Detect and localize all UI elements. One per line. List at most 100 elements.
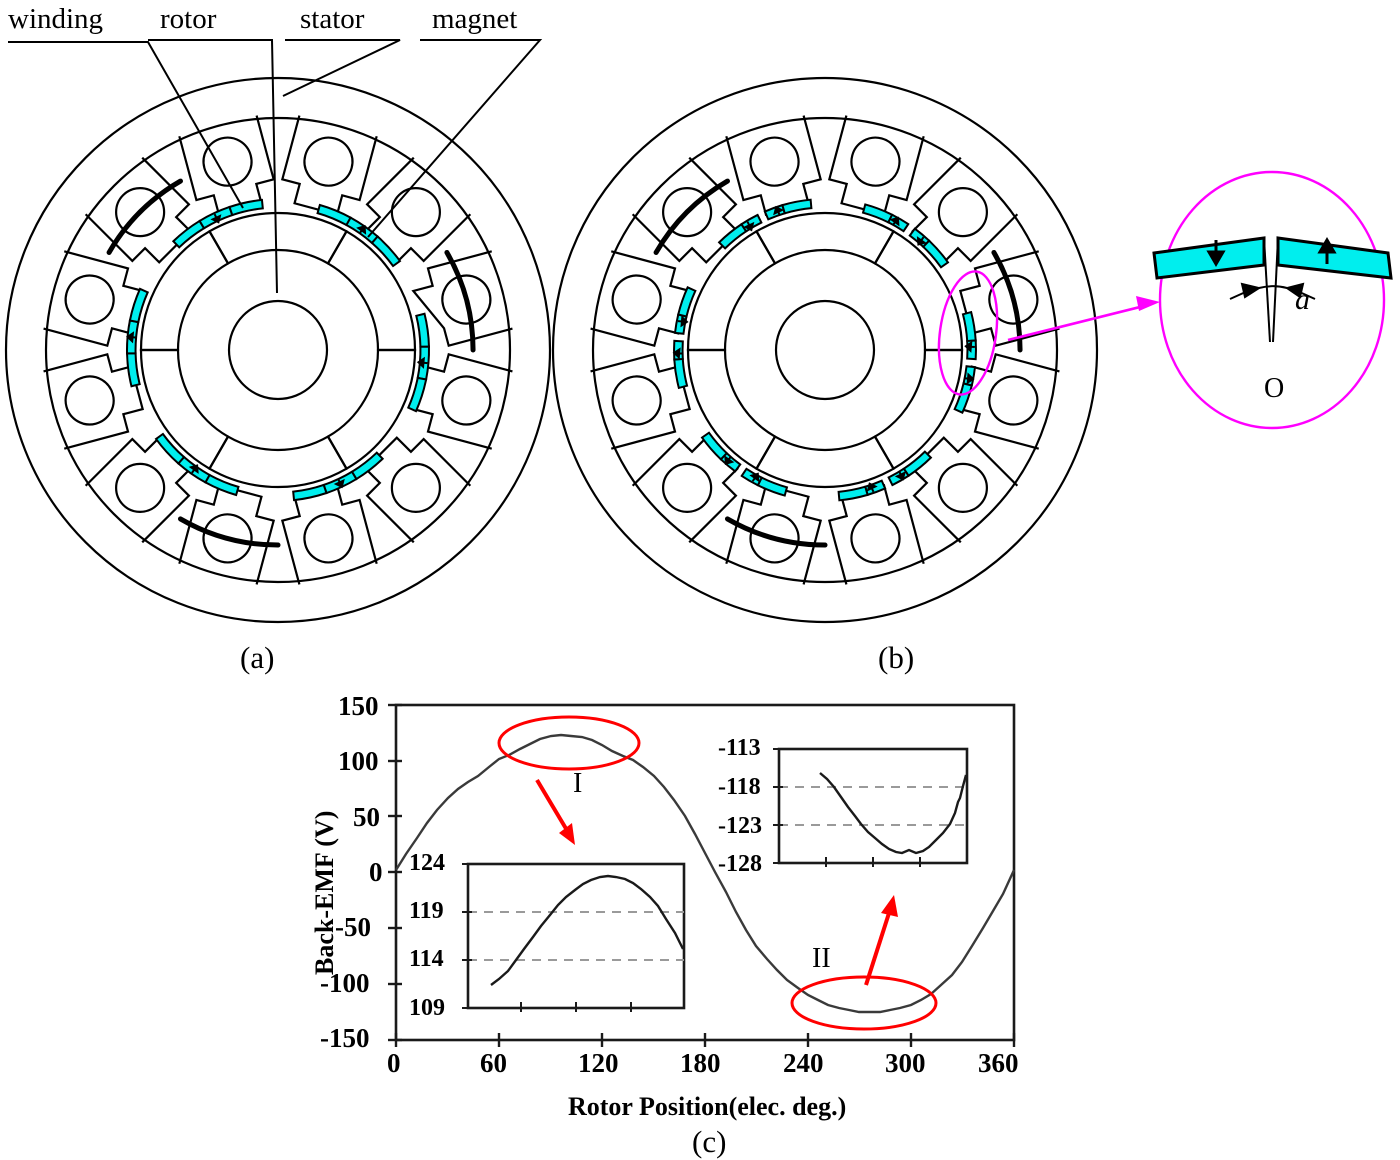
callout-label-winding: winding xyxy=(8,3,104,35)
x-axis-ticks xyxy=(394,1033,1016,1047)
winding-circle xyxy=(988,375,1039,426)
magnetization-arrow xyxy=(416,356,428,369)
magnetization-arrow-up xyxy=(1317,237,1337,264)
backemf-curve xyxy=(394,733,1016,1014)
leader-winding xyxy=(8,41,244,209)
wedge-line-left xyxy=(1263,237,1271,343)
winding-circle xyxy=(937,187,988,238)
motor-b-group xyxy=(551,76,1099,624)
winding-circle xyxy=(390,462,441,513)
inset-1 xyxy=(462,862,686,1012)
winding-circle xyxy=(64,274,115,325)
magnetization-arrow-down xyxy=(1206,240,1226,267)
detail-magnet-left xyxy=(1152,236,1266,280)
inset1-y-tick-label: 124 xyxy=(409,850,445,876)
magnetization-arrow xyxy=(125,331,137,344)
winding-circle xyxy=(611,375,662,426)
detail-boundary-ellipse xyxy=(1158,170,1386,430)
leader-magnet xyxy=(367,39,543,238)
x-tick-label: 240 xyxy=(783,1048,824,1078)
inset2-y-tick-label: -128 xyxy=(718,851,762,877)
leader-rotor xyxy=(148,39,278,294)
magnet-segment xyxy=(837,485,869,502)
chart-x-axis-title: Rotor Position(elec. deg.) xyxy=(568,1092,847,1121)
magnetization-arrow xyxy=(210,213,222,224)
magnetization-arrow xyxy=(889,216,900,227)
subcaption-a: (a) xyxy=(240,640,275,675)
inset-2 xyxy=(773,747,969,867)
subcaption-c: (c) xyxy=(692,1124,727,1159)
callout-label-stator: stator xyxy=(300,3,365,35)
rotor-core xyxy=(139,211,417,489)
x-tick-label: 300 xyxy=(885,1048,926,1078)
magnets-b xyxy=(672,198,977,502)
annotation-label-II: II xyxy=(812,943,831,974)
annotation-label-I: I xyxy=(573,768,583,799)
stator-outer-circle xyxy=(591,116,1059,584)
inset2-y-tick-label: -123 xyxy=(718,813,762,839)
inset2-y-tick-label: -113 xyxy=(718,735,761,761)
magnet-segment xyxy=(154,432,186,465)
detail-angle-label: a xyxy=(1295,283,1310,316)
magnetization-arrow xyxy=(773,205,785,216)
x-tick-label: 120 xyxy=(578,1048,619,1078)
y-axis-ticks xyxy=(388,703,402,1042)
winding-circle xyxy=(390,187,441,238)
inset1-y-tick-label: 109 xyxy=(409,995,445,1021)
magnetization-arrow xyxy=(963,372,975,385)
motor-a-group xyxy=(4,76,552,624)
winding-circle xyxy=(749,136,800,187)
angle-arrow-right xyxy=(1284,282,1316,300)
magnetization-arrow xyxy=(964,340,975,353)
magnet-segment xyxy=(740,467,763,487)
shaft-circle xyxy=(774,299,876,401)
shaft-circle xyxy=(227,299,329,401)
winding-circle xyxy=(441,375,492,426)
inset1-curve xyxy=(490,874,685,986)
annotation-ellipse-I xyxy=(497,715,641,771)
magnetization-arrow xyxy=(724,455,735,466)
detail-origin-label: O xyxy=(1264,373,1285,404)
magnetization-arrow xyxy=(333,478,345,489)
x-tick-label: 180 xyxy=(680,1048,721,1078)
winding-circle xyxy=(303,136,354,187)
callout-label-magnet: magnet xyxy=(432,3,518,35)
leader-stator xyxy=(282,39,401,97)
inset1-y-tick-label: 114 xyxy=(409,946,444,972)
winding-circle xyxy=(115,462,166,513)
magnetization-arrow xyxy=(749,472,760,483)
magnet-segment xyxy=(128,287,150,324)
magnetization-arrow xyxy=(866,482,878,493)
y-tick-label: 150 xyxy=(338,691,379,721)
magnet-segment xyxy=(677,285,697,318)
magnet-segment xyxy=(921,239,950,269)
winding-circle xyxy=(850,513,901,564)
winding-circle xyxy=(611,274,662,325)
y-tick-label: 0 xyxy=(369,857,383,887)
magnetization-arrow xyxy=(188,464,199,474)
y-tick-label: 100 xyxy=(338,746,379,776)
highlight-ellipse xyxy=(937,270,999,396)
magnet-segment xyxy=(700,431,729,461)
coil-connections-b xyxy=(653,178,1023,548)
y-tick-label: -150 xyxy=(320,1023,370,1053)
detail-pointer-arrow xyxy=(1007,296,1160,342)
winding-circle xyxy=(850,136,901,187)
angle-arrow-left xyxy=(1229,282,1262,300)
annotation-ellipse-II xyxy=(790,975,938,1031)
magnetization-arrow xyxy=(672,347,684,360)
magnet-segment xyxy=(292,483,328,502)
stator-outer-circle xyxy=(44,116,512,584)
magnetization-arrow xyxy=(356,224,367,235)
magnet-segment xyxy=(781,198,813,215)
coil-connections-a xyxy=(106,178,476,548)
inset2-y-tick-label: -118 xyxy=(718,774,761,800)
x-tick-label: 0 xyxy=(387,1048,401,1078)
annotation-arrow-II xyxy=(864,895,898,986)
